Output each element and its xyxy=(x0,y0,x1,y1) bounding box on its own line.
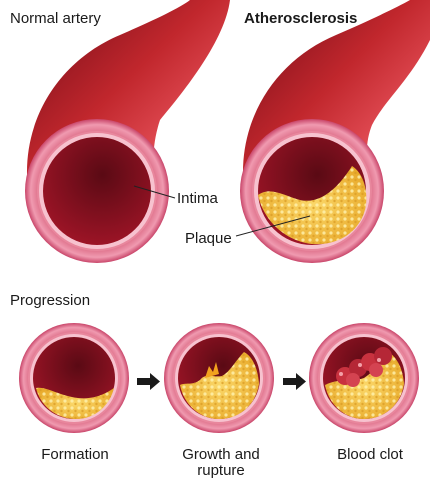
normal-artery-lumen xyxy=(43,137,151,245)
stage-blood-clot-illustration xyxy=(309,323,419,433)
normal-artery-illustration xyxy=(25,0,230,263)
stage-growth-label-line1: Growth and xyxy=(182,447,260,463)
stage-growth-label-line2: rupture xyxy=(197,463,245,479)
progression-arrow-2 xyxy=(283,373,306,390)
stage-growth-rupture-illustration xyxy=(164,323,274,433)
normal-artery-title: Normal artery xyxy=(10,11,101,27)
intima-label: Intima xyxy=(177,191,218,207)
progression-arrow-1 xyxy=(137,373,160,390)
progression-heading: Progression xyxy=(10,293,90,309)
atherosclerosis-title: Atherosclerosis xyxy=(244,11,357,27)
stage-blood-clot-label: Blood clot xyxy=(337,447,403,463)
atherosclerosis-illustration xyxy=(240,0,430,263)
stage-formation-illustration xyxy=(19,323,129,433)
stage-formation-label: Formation xyxy=(41,447,109,463)
plaque-label: Plaque xyxy=(185,231,232,247)
